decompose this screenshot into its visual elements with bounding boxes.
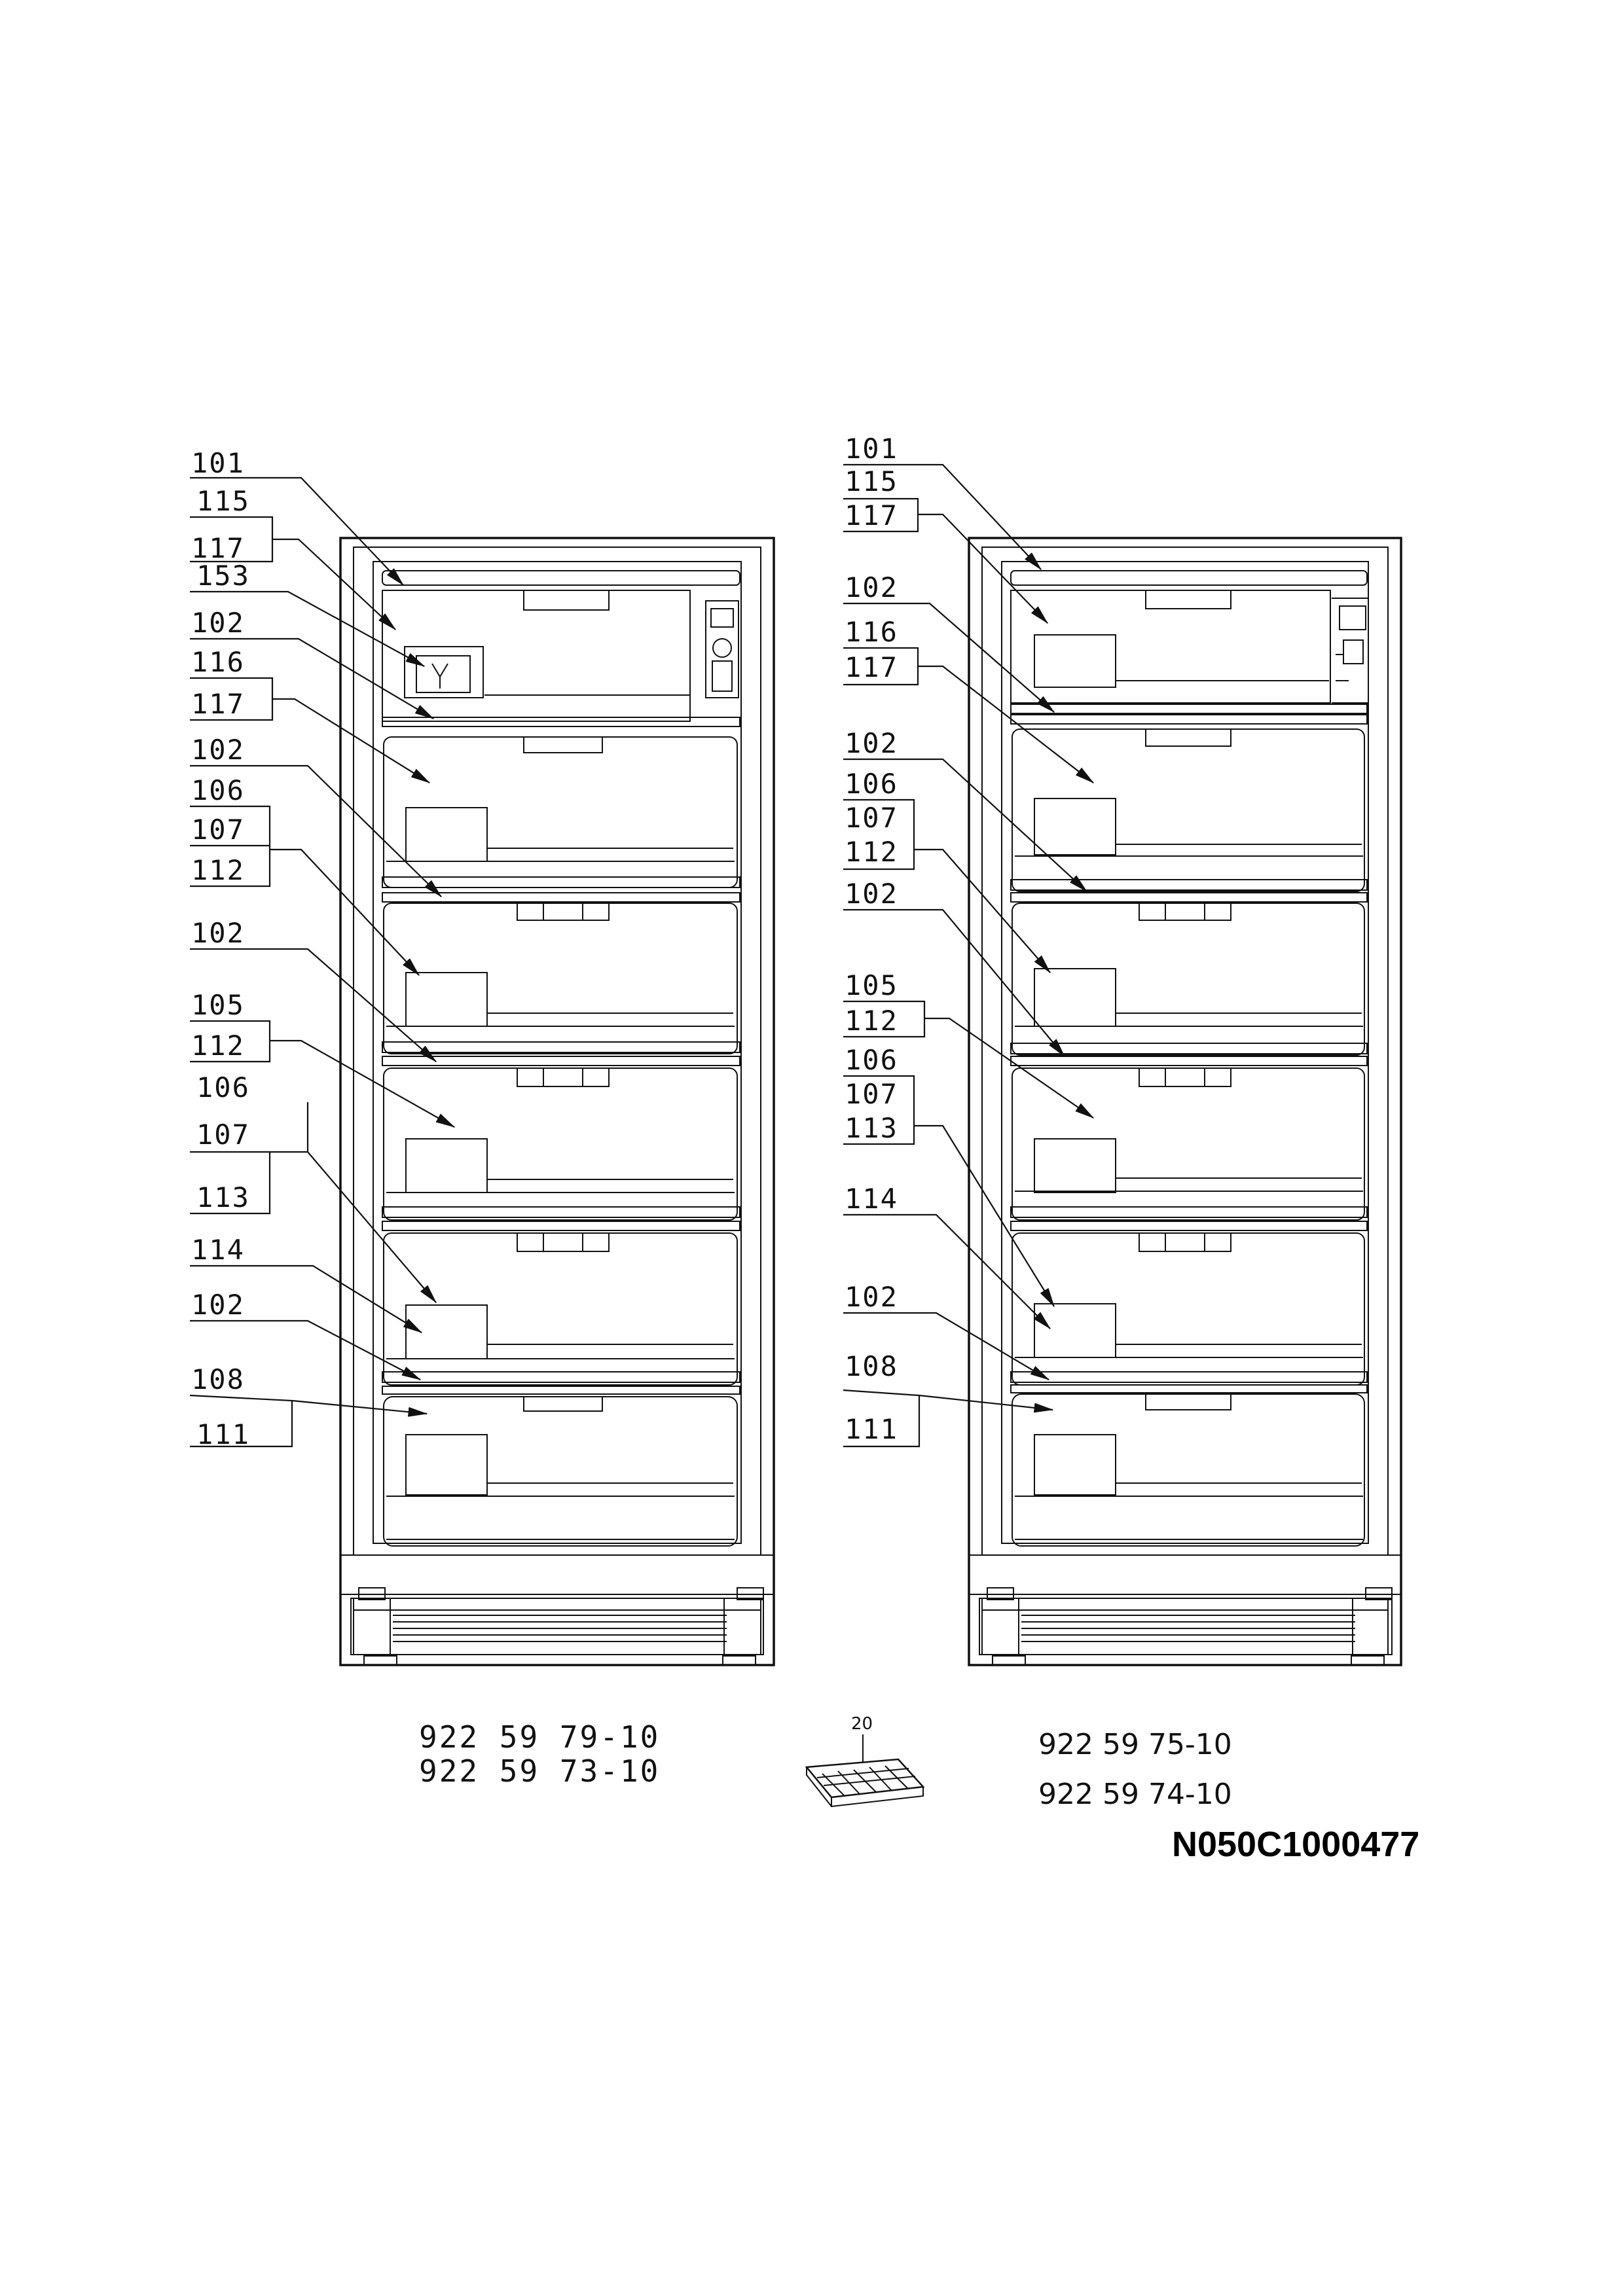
callout: 117 xyxy=(191,688,245,720)
callout: 114 xyxy=(191,1234,245,1266)
left-bottom-basket xyxy=(383,1396,738,1547)
left-drawer-2 xyxy=(383,903,738,1054)
callout: 153 xyxy=(196,560,250,592)
right-drawer-4 xyxy=(1012,1232,1365,1386)
callout: 112 xyxy=(845,836,898,868)
callout: 117 xyxy=(191,532,245,564)
callout: 111 xyxy=(845,1413,898,1445)
accessory-callout: 20 xyxy=(851,1714,873,1734)
callout: 107 xyxy=(845,1078,898,1110)
right-drawer-3 xyxy=(1012,1067,1365,1221)
callout: 102 xyxy=(191,1289,245,1321)
callout: 107 xyxy=(191,814,245,846)
callout: 116 xyxy=(845,616,898,648)
callout: 101 xyxy=(845,433,898,465)
callout: 113 xyxy=(845,1112,898,1144)
callout: 112 xyxy=(191,854,245,886)
callout: 111 xyxy=(196,1418,250,1450)
right-freezer-cabinet xyxy=(968,537,1402,1666)
callout: 117 xyxy=(845,499,898,531)
item-153-module xyxy=(404,646,484,698)
callout: 105 xyxy=(845,969,898,1001)
callout: 116 xyxy=(191,646,245,678)
callout: 106 xyxy=(845,768,898,800)
control-panel xyxy=(705,600,739,698)
callout: 115 xyxy=(196,485,250,517)
left-drawer-4 xyxy=(383,1232,738,1386)
callout: 106 xyxy=(191,774,245,806)
callout: 105 xyxy=(191,989,245,1021)
part-number: 922 59 75-10 xyxy=(1038,1728,1232,1761)
right-leader-lines xyxy=(843,463,1095,1448)
callout: 115 xyxy=(845,465,898,497)
callout: 112 xyxy=(191,1030,245,1062)
callout: 106 xyxy=(845,1044,898,1076)
left-freezer-cabinet xyxy=(339,537,775,1666)
callout: 108 xyxy=(191,1363,245,1395)
control-panel xyxy=(1332,598,1369,704)
drawing-code: N050C1000477 xyxy=(1172,1825,1419,1864)
right-callouts: 101 115 117 102 116 117 102 106 107 112 … xyxy=(845,433,898,1445)
callout: 102 xyxy=(191,917,245,949)
callout: 102 xyxy=(845,727,898,759)
right-drawer-1 xyxy=(1012,728,1365,892)
left-plinth-grille xyxy=(340,1554,775,1666)
callout: 107 xyxy=(196,1119,250,1151)
right-plinth-grille xyxy=(968,1554,1402,1666)
left-leader-lines xyxy=(189,476,456,1448)
callout: 102 xyxy=(845,878,898,910)
callout: 102 xyxy=(845,571,898,603)
right-part-numbers: 922 59 75-10 922 59 74-10 xyxy=(1038,1728,1232,1811)
left-part-numbers: 922 59 79-10 922 59 73-10 xyxy=(419,1719,660,1789)
callout: 113 xyxy=(196,1181,250,1213)
part-number: 922 59 79-10 xyxy=(419,1719,660,1755)
callout: 117 xyxy=(845,651,898,683)
left-drawer-1 xyxy=(383,736,738,888)
callout: 101 xyxy=(191,447,245,479)
right-drawer-2 xyxy=(1012,903,1365,1056)
callout: 114 xyxy=(845,1183,898,1215)
callout: 102 xyxy=(845,1281,898,1313)
right-bottom-basket xyxy=(1012,1393,1365,1547)
callout: 106 xyxy=(196,1071,250,1103)
callout: 102 xyxy=(191,607,245,639)
part-number: 922 59 74-10 xyxy=(1038,1778,1232,1811)
callout: 108 xyxy=(845,1350,898,1382)
ice-cube-tray-accessory: 20 xyxy=(805,1714,925,1808)
callout: 107 xyxy=(845,802,898,834)
left-drawer-3 xyxy=(383,1067,738,1221)
callout: 102 xyxy=(191,734,245,766)
callout: 112 xyxy=(845,1005,898,1037)
part-number: 922 59 73-10 xyxy=(419,1753,660,1789)
left-callouts: 101 115 117 153 102 116 117 102 106 107 … xyxy=(191,447,250,1450)
